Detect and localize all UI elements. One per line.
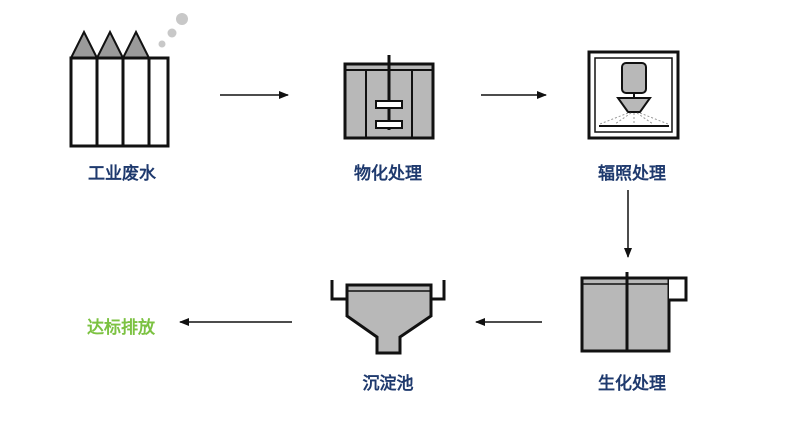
- label-industrial-wastewater: 工业废水: [88, 164, 156, 184]
- label-physicochemical: 物化处理: [354, 164, 422, 184]
- irradiation-device-icon: [587, 50, 680, 140]
- biochemical-tank-icon: [580, 272, 688, 353]
- label-biochemical: 生化处理: [598, 374, 666, 394]
- label-sedimentation: 沉淀池: [362, 374, 414, 394]
- label-irradiation: 辐照处理: [598, 164, 666, 184]
- factory-icon: [69, 13, 188, 148]
- stirred-tank-icon: [343, 55, 435, 140]
- label-discharge: 达标排放: [87, 318, 155, 338]
- sedimentation-tank-icon: [330, 280, 446, 355]
